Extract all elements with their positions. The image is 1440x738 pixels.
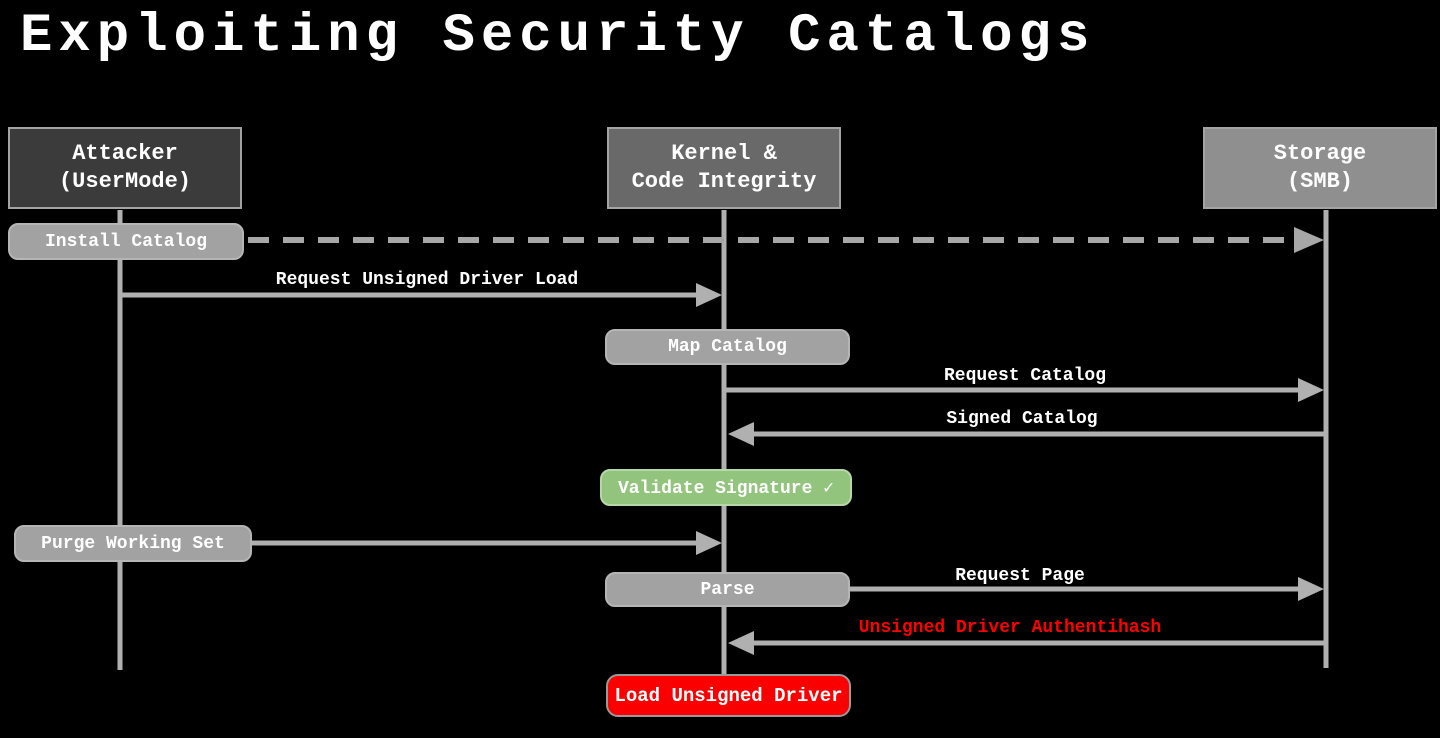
- actor-name-line: (SMB): [1286, 169, 1353, 194]
- request-unsigned-driver-load-label: Request Unsigned Driver Load: [275, 270, 579, 290]
- signed-catalog-label: Signed Catalog: [946, 409, 1098, 429]
- actor-box-attacker: Attacker (UserMode): [8, 127, 242, 209]
- arrowhead-right-icon: [1294, 227, 1324, 253]
- purge-working-set-arrow: [252, 531, 722, 555]
- unsigned-driver-authentihash-label: Unsigned Driver Authentihash: [858, 618, 1162, 638]
- actor-name-line: (UserMode): [58, 169, 192, 194]
- actor-box-storage: Storage (SMB): [1203, 127, 1437, 209]
- unsigned-driver-authentihash-arrow: [728, 631, 1326, 655]
- request-catalog-label: Request Catalog: [943, 366, 1107, 386]
- request-page-label: Request Page: [955, 566, 1085, 586]
- arrowhead-left-icon: [728, 422, 754, 446]
- actor-name-line: Kernel &: [671, 141, 777, 166]
- arrowhead-right-icon: [696, 283, 722, 307]
- arrowhead-right-icon: [1298, 378, 1324, 402]
- install-catalog-dashed-arrow: [248, 227, 1324, 253]
- actor-name-line: Attacker: [72, 141, 178, 166]
- parse-box: Parse: [605, 572, 850, 607]
- arrowhead-left-icon: [728, 631, 754, 655]
- arrowhead-right-icon: [696, 531, 722, 555]
- arrowhead-right-icon: [1298, 577, 1324, 601]
- map-catalog-box: Map Catalog: [605, 329, 850, 365]
- actor-name-line: Storage: [1273, 141, 1367, 166]
- request-unsigned-driver-load-arrow: [120, 283, 722, 307]
- signed-catalog-arrow: [728, 422, 1326, 446]
- load-unsigned-driver-danger-box: Load Unsigned Driver: [606, 674, 851, 717]
- install-catalog-box: Install Catalog: [8, 223, 244, 260]
- request-catalog-arrow: [726, 378, 1324, 402]
- request-page-arrow: [850, 577, 1324, 601]
- validate-signature-success-box: Validate Signature ✓: [600, 469, 852, 506]
- actor-box-kernel: Kernel & Code Integrity: [607, 127, 841, 209]
- diagram-title: Exploiting Security Catalogs: [20, 6, 1096, 67]
- purge-working-set-box: Purge Working Set: [14, 525, 252, 562]
- actor-name-line: Code Integrity: [631, 169, 817, 194]
